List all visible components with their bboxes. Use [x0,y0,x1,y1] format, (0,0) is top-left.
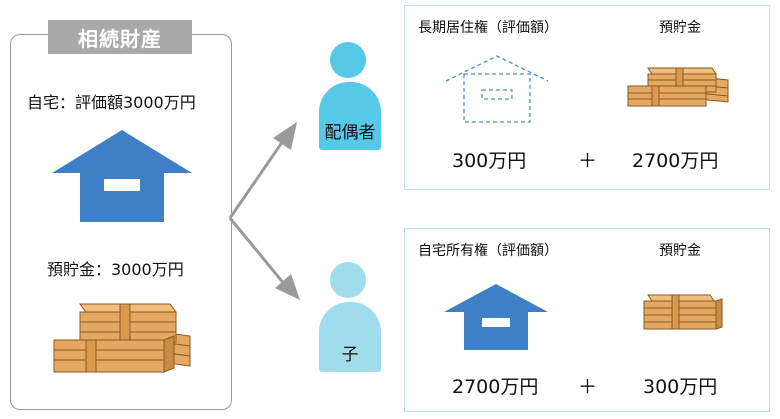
spouse-residence-value: 300万円 [452,150,527,172]
child-ownership-value: 2700万円 [452,376,539,398]
split-arrows [228,122,300,300]
child-savings-label: 預貯金 [659,243,701,259]
house-icon [444,284,548,350]
small-money-stack-icon [627,67,729,107]
child-head [330,262,366,298]
home-value-label: 自宅：評価額3000万円 [27,93,196,112]
estate-title: 相続財産 [48,20,192,54]
spouse-savings-value: 2700万円 [632,150,719,172]
home-ownership-label: 自宅所有権（評価額） [418,243,558,259]
small-money-stack-icon [643,294,723,330]
dashed-house-icon [445,55,549,123]
child-figure: 子 [319,302,381,372]
child-plus-sign: ＋ [578,376,598,398]
money-stack-icon [53,303,191,373]
house-icon [52,130,192,222]
spouse-head [330,42,366,78]
savings-value-label: 預貯金：3000万円 [47,260,184,279]
child-label: 子 [341,345,359,365]
spouse-figure: 配偶者 [319,82,381,150]
spouse-plus-sign: ＋ [578,150,598,172]
child-savings-value: 300万円 [643,376,718,398]
spouse-savings-label: 預貯金 [659,20,701,36]
long-term-residence-right-label: 長期居住権（評価額） [418,20,558,36]
spouse-label: 配偶者 [324,123,376,143]
